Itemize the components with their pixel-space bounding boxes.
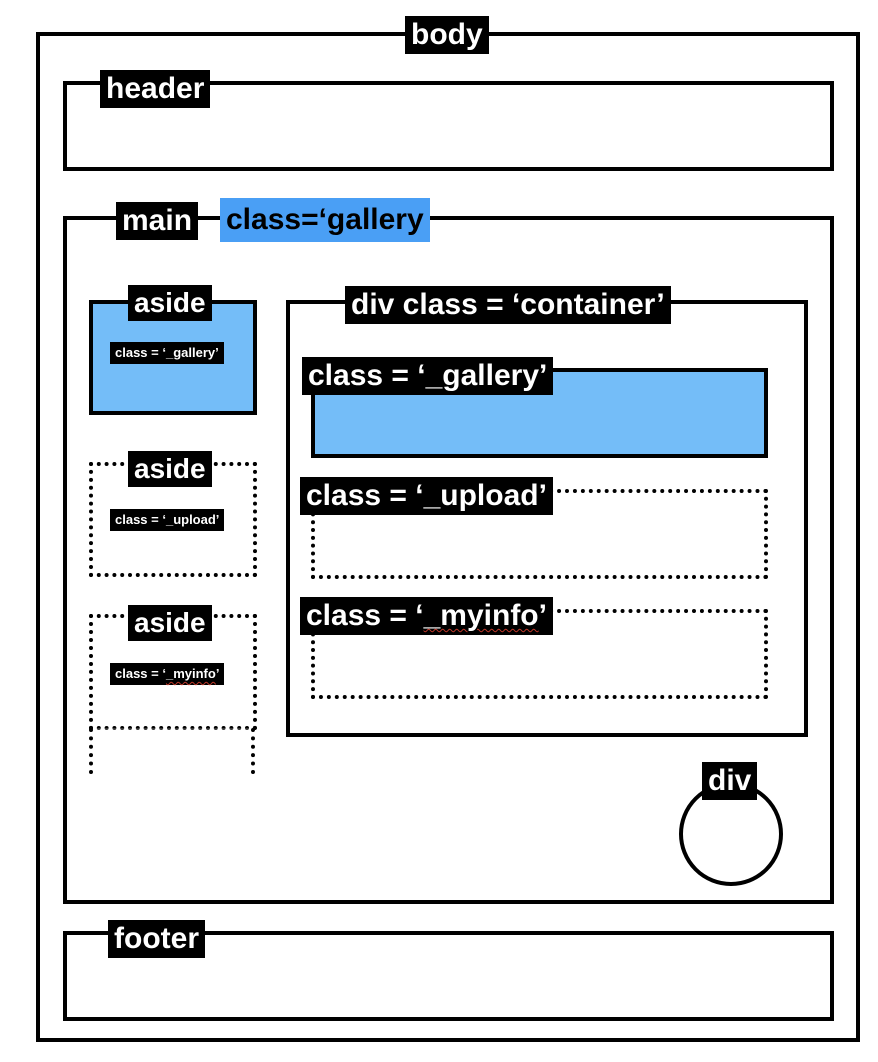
container-label: div class = ‘container’	[345, 286, 671, 324]
myinfo-section-label: class = ‘_myinfo’	[300, 597, 553, 635]
aside-myinfo-label: aside	[128, 605, 212, 641]
footer-label: footer	[108, 920, 205, 958]
header-box	[63, 81, 834, 171]
aside-upload-class-label: class = ‘_upload’	[110, 509, 225, 531]
aside-gallery-label: aside	[128, 285, 212, 321]
footer-box	[63, 931, 834, 1021]
aside-continuation-fade	[89, 728, 255, 774]
aside-myinfo-class-label: class = ‘_myinfo’	[110, 663, 225, 685]
header-label: header	[100, 70, 211, 108]
gallery-section-label: class = ‘_gallery’	[302, 357, 554, 395]
circle-div-label: div	[702, 762, 758, 800]
upload-section-label: class = ‘_upload’	[300, 477, 553, 515]
main-box	[63, 216, 834, 904]
main-label: main	[116, 202, 199, 240]
aside-upload-label: aside	[128, 451, 212, 487]
main-class-label: class=‘gallery	[220, 198, 430, 242]
aside-gallery-class-label: class = ‘_gallery’	[110, 342, 224, 364]
body-label: body	[405, 16, 489, 54]
